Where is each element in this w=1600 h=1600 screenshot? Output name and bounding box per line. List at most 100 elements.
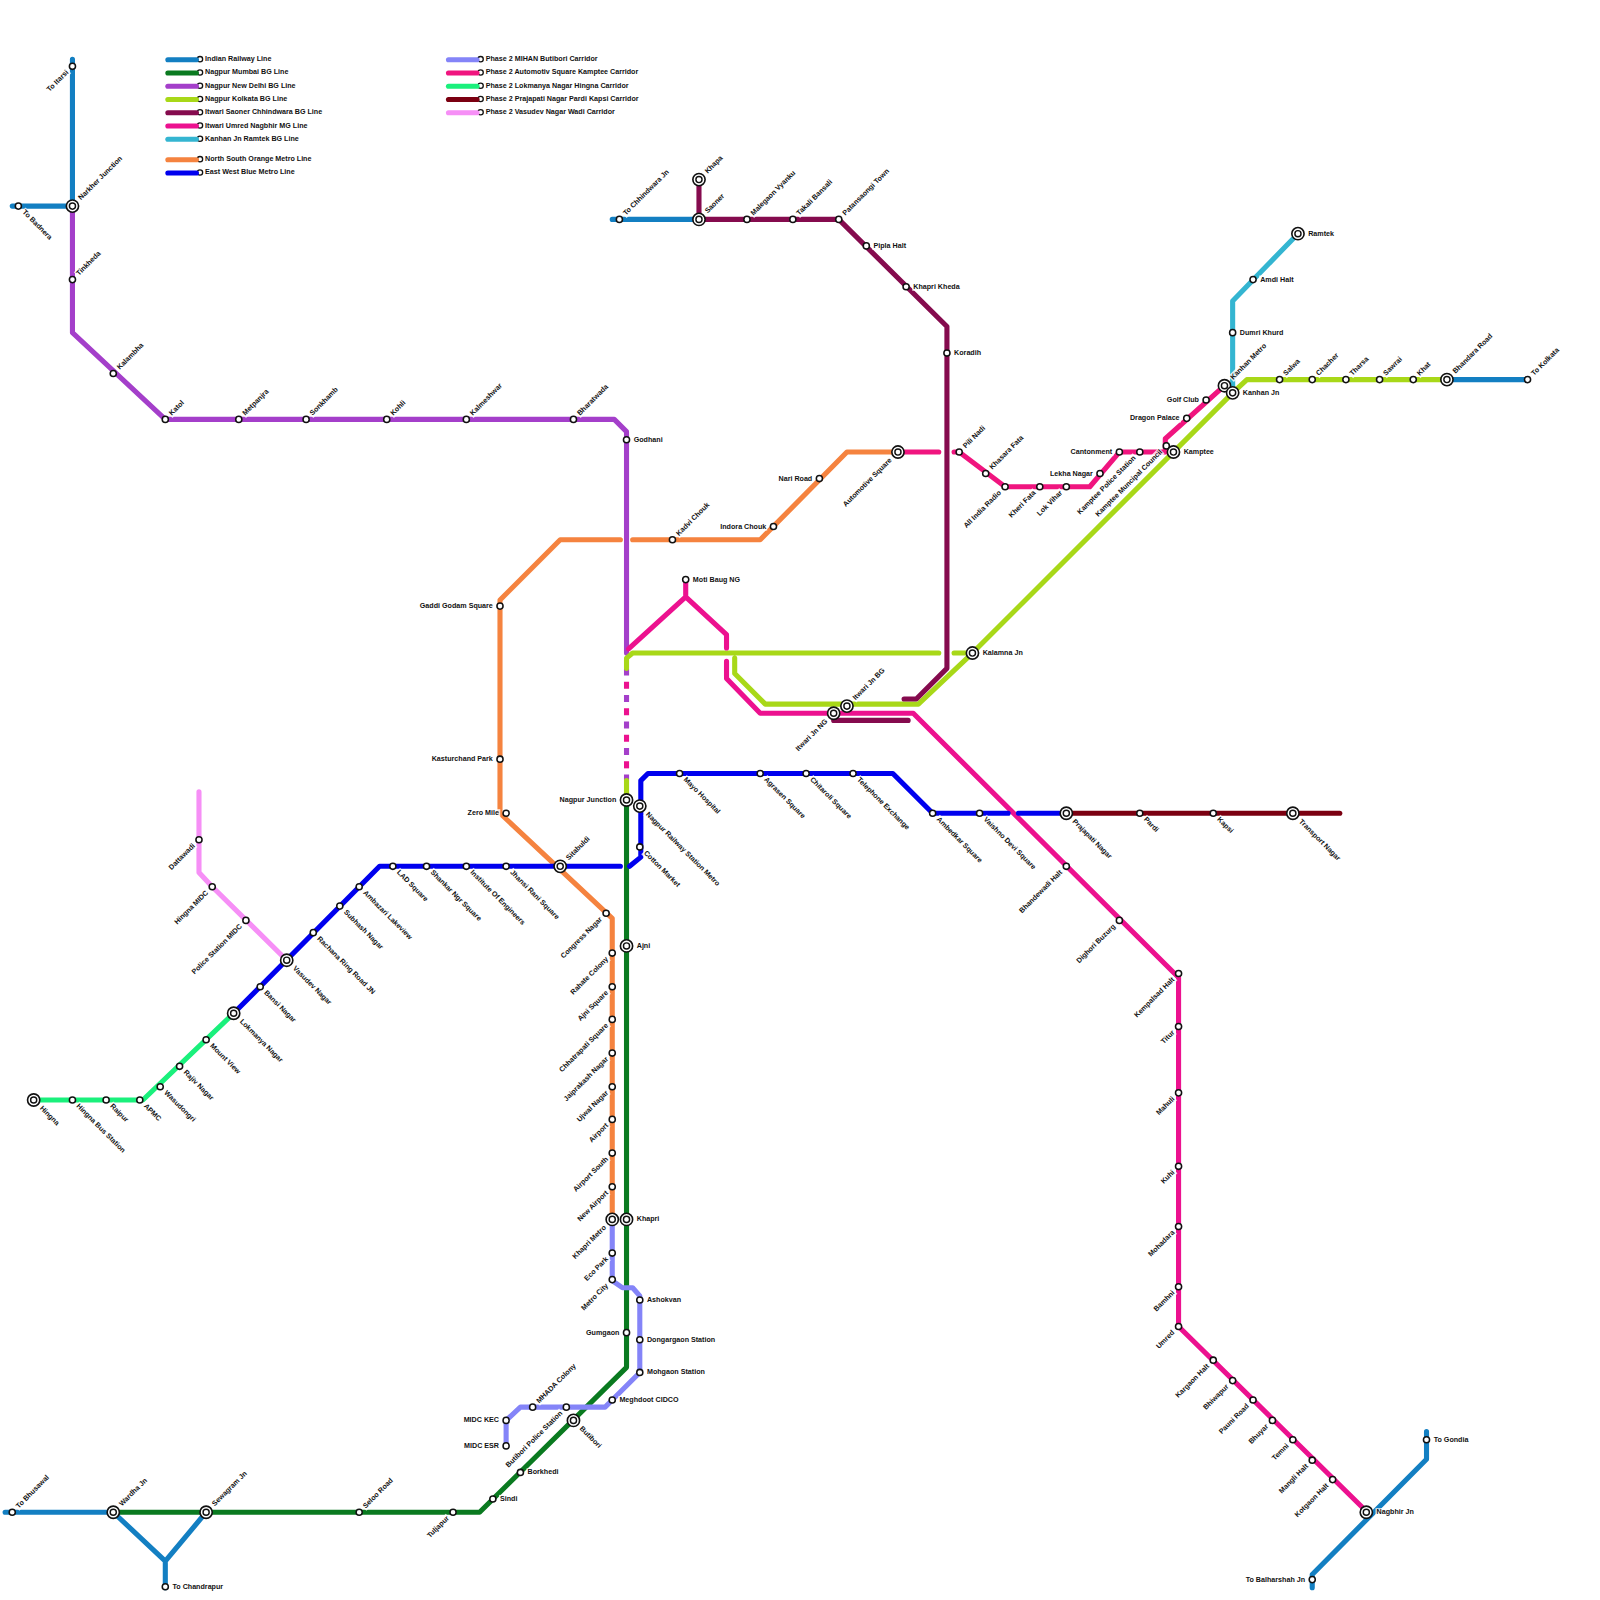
station-marker xyxy=(107,1506,119,1518)
station-marker xyxy=(609,1084,615,1090)
station-marker xyxy=(1116,449,1122,455)
station-marker xyxy=(1184,415,1190,421)
station-marker xyxy=(1137,810,1143,816)
station-label: Chitaroli Square xyxy=(808,775,854,821)
legend-swatch xyxy=(165,110,199,115)
legend-text: Phase 2 Prajapati Nagar Pardi Kapsi Carr… xyxy=(486,95,639,103)
station-label: Nagbhir Jn xyxy=(1375,1508,1414,1516)
kolkata-line xyxy=(627,380,1447,801)
station-marker xyxy=(517,1469,523,1475)
station-marker xyxy=(1176,1090,1182,1096)
station-label: Mohadara xyxy=(1146,1228,1177,1259)
station-label: All India Radio xyxy=(961,488,1003,530)
station-label: Kasturchand Park xyxy=(431,755,494,763)
station-marker xyxy=(200,1506,212,1518)
station-marker xyxy=(683,577,689,583)
station-label: Kempalsad Halt xyxy=(1132,975,1177,1020)
station-label: Dongargaon Station xyxy=(646,1336,716,1344)
station-label: Dattawadi xyxy=(166,841,197,872)
station-marker xyxy=(634,800,646,812)
station-marker xyxy=(744,216,750,222)
station-marker xyxy=(1167,446,1179,458)
station-label: Malegaon Vyanku xyxy=(748,168,798,218)
station-marker xyxy=(1063,484,1069,490)
station-label: Bhandara Road xyxy=(1451,331,1496,376)
station-marker xyxy=(623,437,629,443)
station-marker xyxy=(236,416,242,422)
station-label: Kuhi xyxy=(1159,1168,1177,1186)
station-marker xyxy=(162,416,168,422)
station-marker xyxy=(356,1509,362,1515)
station-label: Zero Mile xyxy=(467,809,500,817)
station-label: Kamptee xyxy=(1183,448,1215,456)
station-label: Khapri Kheda xyxy=(912,283,960,291)
legend-text: Phase 2 Vasudev Nagar Wadi Carridor xyxy=(486,108,615,116)
legend-text: Nagpur Kolkata BG Line xyxy=(205,95,287,103)
station-label: Pardi xyxy=(1141,815,1161,835)
station-marker xyxy=(503,1417,509,1423)
station-label: Katol xyxy=(167,398,187,418)
station-label: APMC xyxy=(141,1101,163,1123)
station-label: Bamhni xyxy=(1151,1288,1177,1314)
station-label: Bharatwada xyxy=(575,382,611,418)
station-marker xyxy=(1221,383,1227,389)
station-marker xyxy=(557,863,563,869)
station-label: Koradih xyxy=(953,349,982,357)
station-label: Amdi Halt xyxy=(1259,276,1294,284)
station-marker xyxy=(1410,377,1416,383)
station-label: Nagpur Junction xyxy=(559,796,618,804)
station-label: Mahuli xyxy=(1154,1094,1177,1117)
orange-metro xyxy=(500,452,898,1219)
station-marker xyxy=(284,957,290,963)
station-marker xyxy=(66,200,78,212)
station-marker xyxy=(623,797,629,803)
station-label: Vasudev Nagar xyxy=(290,964,333,1007)
station-marker xyxy=(1116,917,1122,923)
shared-dashed-line xyxy=(624,668,629,780)
station-marker xyxy=(1097,470,1103,476)
station-marker xyxy=(983,470,989,476)
station-marker xyxy=(844,703,850,709)
station-marker xyxy=(1290,810,1296,816)
station-marker xyxy=(616,216,622,222)
umred-line xyxy=(629,582,1368,1513)
station-label: Ujwal Nagar xyxy=(575,1088,611,1124)
station-label: Subhash Nagar xyxy=(341,908,385,952)
station-marker xyxy=(1210,1357,1216,1363)
station-label: New Airport xyxy=(575,1188,611,1224)
legend-text: East West Blue Metro Line xyxy=(205,168,295,176)
station-marker xyxy=(490,1496,496,1502)
station-marker xyxy=(609,950,615,956)
legend-text: Phase 2 Automotiv Square Kamptee Carrido… xyxy=(486,68,639,76)
station-marker xyxy=(623,1330,629,1336)
station-label: To Itarsi xyxy=(45,68,71,94)
station-label: Wardha Jn xyxy=(117,1476,150,1509)
legend-text: Nagpur Mumbai BG Line xyxy=(205,68,288,76)
station-label: Pili Nadi xyxy=(961,423,988,450)
station-label: Ashokvan xyxy=(646,1296,682,1304)
station-marker xyxy=(637,1369,643,1375)
station-marker xyxy=(1037,484,1043,490)
station-marker xyxy=(831,710,837,716)
legend-swatch xyxy=(165,157,199,162)
station-marker xyxy=(423,863,429,869)
legend-text: Indian Railway Line xyxy=(205,55,271,63)
station-marker xyxy=(969,650,975,656)
station-marker xyxy=(1170,449,1176,455)
station-label: Mohgaon Station xyxy=(646,1368,706,1376)
station-label: Sindi xyxy=(499,1495,519,1503)
legend-swatch xyxy=(446,70,480,75)
station-marker xyxy=(257,984,263,990)
station-marker xyxy=(1287,807,1299,819)
station-marker xyxy=(677,770,683,776)
shared-dashed-line xyxy=(624,668,629,780)
station-marker xyxy=(1230,1378,1236,1384)
station-marker xyxy=(31,1097,37,1103)
legend-swatch xyxy=(165,70,199,75)
station-marker xyxy=(696,216,702,222)
delhi-line xyxy=(72,206,626,653)
station-label: Tharsa xyxy=(1347,354,1371,378)
station-marker xyxy=(450,1509,456,1515)
station-label: LAD Square xyxy=(394,868,430,904)
